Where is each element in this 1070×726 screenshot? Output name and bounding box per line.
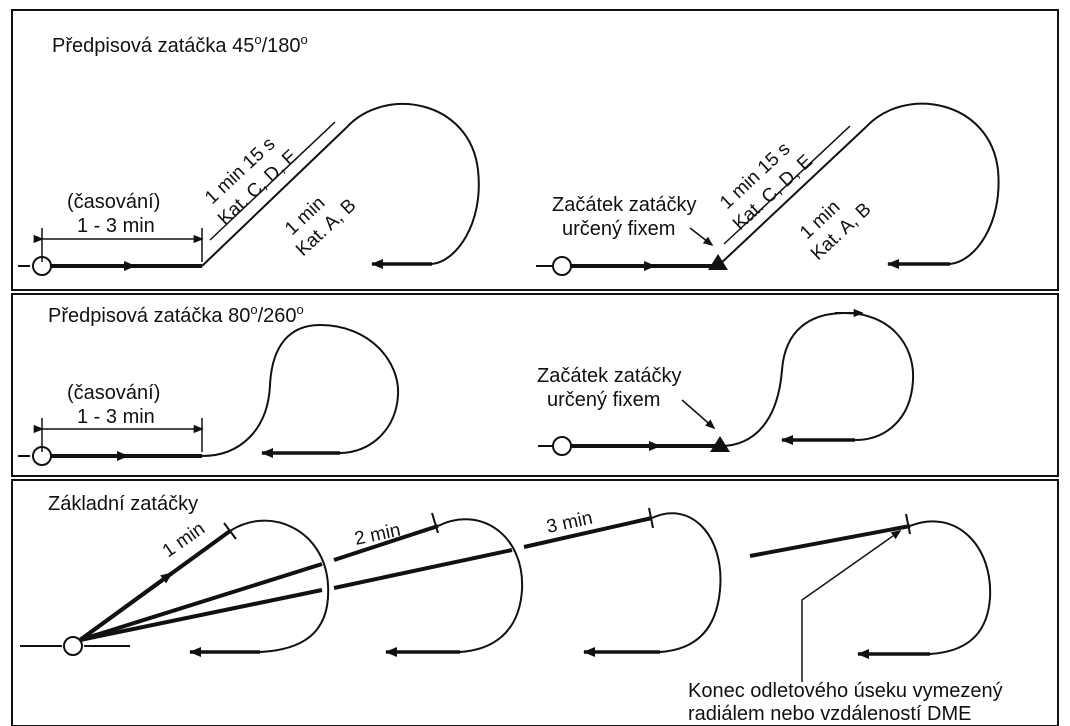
dme-pointer — [801, 530, 902, 682]
timing-value: 1 - 3 min — [77, 406, 155, 428]
fix-triangle — [710, 436, 730, 452]
facility-circle — [552, 436, 572, 456]
dme-label: Konec odletového úseku vymezený — [688, 680, 1003, 702]
panel-frame — [11, 479, 1059, 726]
diagram-fix-right: Začátek zatáčky určený fixem 1 min 15 s … — [536, 102, 1000, 276]
turn-loop — [909, 520, 992, 655]
timing-label: (časování) — [67, 191, 160, 213]
fix-label: určený fixem — [562, 218, 675, 240]
panel-base-turns: Základní zatáčky 1 min 2 min 3 min Kone — [11, 479, 1059, 726]
panel-title: Předpisová zatáčka 45o/180o — [52, 32, 308, 57]
leg-2-min: 2 min — [353, 520, 403, 550]
fix-label: Začátek zatáčky — [537, 365, 682, 387]
facility-circle — [63, 636, 83, 656]
turn-loop — [865, 102, 1000, 265]
fix-label: určený fixem — [547, 389, 660, 411]
fix-triangle — [708, 254, 728, 270]
panel-80-260: Předpisová zatáčka 80o/260o (časování) 1… — [11, 293, 1059, 477]
panel-45-180: Předpisová zatáčka 45o/180o (časování) 1… — [11, 9, 1059, 291]
panel-frame — [11, 293, 1059, 477]
turn-loop — [437, 518, 524, 653]
facility-circle — [552, 256, 572, 276]
diagram-timed-left: (časování) 1 - 3 min — [18, 323, 400, 466]
leg-1-min: 1 min — [159, 518, 209, 562]
dme-label: radiálem nebo vzdáleností DME — [688, 703, 971, 725]
panel-frame — [11, 9, 1059, 291]
timing-value: 1 - 3 min — [77, 215, 155, 237]
diagram-fix-right: Začátek zatáčky určený fixem — [537, 308, 915, 456]
fix-label: Začátek zatáčky — [552, 194, 697, 216]
turn-loop — [201, 323, 400, 457]
panel-title: Základní zatáčky — [48, 493, 198, 515]
turn-loop — [229, 519, 330, 653]
timing-label: (časování) — [67, 382, 160, 404]
turn-loop — [345, 103, 480, 265]
turn-loop — [651, 512, 722, 653]
diagram-timed-left: (časování) 1 - 3 min 1 min 15 s Kat. C, … — [18, 103, 480, 276]
panel-title: Předpisová zatáčka 80o/260o — [48, 302, 304, 327]
turn-loop — [719, 311, 915, 447]
